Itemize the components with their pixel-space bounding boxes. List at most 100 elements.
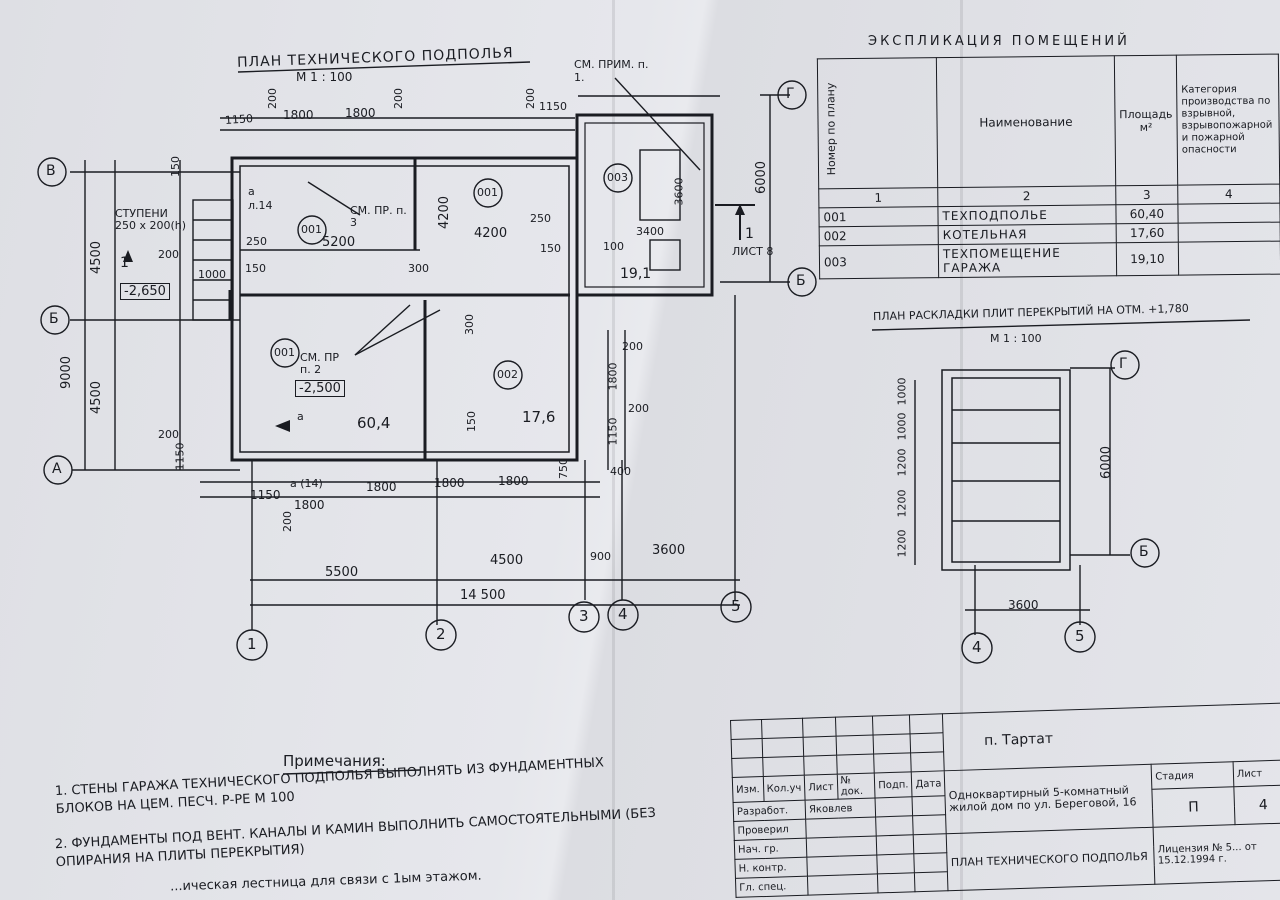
dim: 14 500 bbox=[460, 588, 506, 603]
slab-dim: 1000 bbox=[895, 377, 909, 406]
dim: 1800 bbox=[283, 108, 314, 122]
dim: 200 bbox=[628, 402, 649, 415]
room-area: 60,4 bbox=[357, 414, 391, 432]
dim: 4500 bbox=[89, 240, 105, 275]
plan-scale: М 1 : 100 bbox=[296, 70, 353, 84]
room-number: 001 bbox=[301, 223, 322, 236]
dim: 4200 bbox=[437, 195, 453, 230]
slab-plan-scale: М 1 : 100 bbox=[990, 332, 1042, 345]
axis-bubble-2: 2 bbox=[436, 625, 446, 643]
dim: 150 bbox=[540, 242, 561, 255]
header-cell: Площадь м² bbox=[1114, 55, 1178, 186]
room-number: 001 bbox=[274, 346, 295, 359]
explication-table: Номер по плану Наименование Площадь м² К… bbox=[817, 54, 1280, 280]
section-mark: а (14) bbox=[290, 477, 323, 490]
section-number: 1 bbox=[120, 255, 129, 271]
section-mark: а bbox=[297, 410, 304, 423]
slab-axis: Б bbox=[1139, 544, 1149, 560]
axis-bubble-g: Г bbox=[786, 86, 795, 102]
stamp-project: Одноквартирный 5-комнатный жилой дом по … bbox=[944, 764, 1154, 834]
slab-dim: 1200 bbox=[895, 448, 909, 477]
axis-bubble-3: 3 bbox=[579, 607, 589, 625]
dim: 200 bbox=[392, 88, 405, 109]
stamp-location: п. Тартат bbox=[942, 702, 1280, 771]
slab-dim: 3600 bbox=[1008, 598, 1039, 612]
dim: 200 bbox=[281, 511, 294, 532]
header-cell: Номер по плану bbox=[824, 82, 839, 176]
slab-dim: 1000 bbox=[895, 412, 909, 441]
dim: 400 bbox=[610, 465, 631, 478]
dim: 9000 bbox=[59, 355, 75, 390]
dim: 1150 bbox=[173, 442, 187, 471]
room-area: 17,6 bbox=[522, 408, 556, 426]
dim: 4500 bbox=[89, 380, 105, 415]
dim: 1800 bbox=[434, 476, 465, 490]
axis-bubble-5: 5 bbox=[731, 597, 741, 615]
dim: 200 bbox=[158, 248, 179, 261]
dim: 100 bbox=[603, 240, 624, 253]
dim: 1000 bbox=[198, 268, 226, 281]
dim: 1150 bbox=[606, 417, 620, 446]
axis-bubble-1: 1 bbox=[247, 635, 257, 653]
explication-title: ЭКСПЛИКАЦИЯ ПОМЕЩЕНИЙ bbox=[868, 34, 1130, 49]
dim: 200 bbox=[622, 340, 643, 353]
room-area: 19,1 bbox=[620, 266, 652, 282]
level-mark: -2,500 bbox=[295, 380, 345, 397]
room-number: 003 bbox=[607, 171, 628, 184]
dim: 150 bbox=[169, 156, 182, 177]
stair-label: СТУПЕНИ 250 x 200(h) bbox=[115, 207, 187, 232]
slab-axis: 5 bbox=[1075, 627, 1085, 645]
axis-bubble-b2: Б bbox=[796, 273, 806, 289]
dim: 3600 bbox=[652, 543, 686, 558]
dim: 1150 bbox=[539, 100, 567, 113]
slab-axis: 4 bbox=[972, 638, 982, 656]
dim: 4200 bbox=[474, 226, 508, 241]
stamp-developer: Яковлев bbox=[805, 797, 876, 820]
axis-bubble-b: Б bbox=[49, 311, 59, 327]
header-cell: Наименование bbox=[936, 55, 1116, 188]
dim: 300 bbox=[463, 314, 476, 335]
dim: 750 bbox=[557, 458, 570, 479]
section-number: 1 bbox=[745, 226, 754, 242]
stamp-license: Лицензия № 5... от 15.12.1994 г. bbox=[1153, 822, 1280, 885]
dim: 200 bbox=[266, 88, 279, 109]
table-header-row: Номер по плану Наименование Площадь м² К… bbox=[817, 54, 1280, 189]
dim: 5200 bbox=[322, 235, 356, 250]
dim: 1800 bbox=[366, 480, 397, 494]
table-row: 003 ТЕХПОМЕЩЕНИЕ ГАРАЖА 19,10 bbox=[819, 241, 1280, 279]
note-ref: СМ. ПР. п. 3 bbox=[350, 204, 407, 229]
level-mark: -2,650 bbox=[120, 283, 170, 300]
dim: 900 bbox=[590, 550, 611, 563]
title-block: п. Тартат Изм. Кол.уч Лист № док. Подп. … bbox=[730, 702, 1280, 898]
header-cell: Категория производства по взрывной, взры… bbox=[1176, 54, 1280, 186]
dim: 150 bbox=[245, 262, 266, 275]
dim: 1800 bbox=[498, 474, 529, 488]
room-number: 002 bbox=[497, 368, 518, 381]
dim: 250 bbox=[246, 235, 267, 248]
slab-dim: 6000 bbox=[1099, 445, 1115, 480]
axis-bubble-a: А bbox=[52, 461, 62, 477]
axis-bubble-v: В bbox=[46, 163, 56, 179]
dim: 3400 bbox=[636, 225, 664, 238]
dim: 300 bbox=[408, 262, 429, 275]
dim: 5500 bbox=[325, 565, 359, 580]
room-number: 001 bbox=[477, 186, 498, 199]
stamp-sheet-title: ПЛАН ТЕХНИЧЕСКОГО ПОДПОЛЬЯ bbox=[946, 827, 1156, 891]
dim: 1150 bbox=[250, 488, 281, 502]
dim: 1150 bbox=[224, 112, 254, 127]
dim: 4500 bbox=[490, 553, 524, 568]
dim: 3600 bbox=[672, 177, 686, 206]
dim: 1800 bbox=[345, 106, 376, 120]
dim: 1800 bbox=[294, 498, 325, 512]
note-ref: СМ. ПРИМ. п. 1. bbox=[574, 58, 649, 84]
slab-dim: 1200 bbox=[895, 489, 909, 518]
sheet-ref: ЛИСТ 8 bbox=[732, 245, 774, 258]
section-mark: а л.14 bbox=[248, 185, 273, 212]
slab-axis: Г bbox=[1119, 356, 1128, 372]
slab-dim: 1200 bbox=[895, 529, 909, 558]
notes-title: Примечания: bbox=[283, 752, 386, 770]
dim: 150 bbox=[465, 411, 478, 432]
axis-bubble-4: 4 bbox=[618, 605, 628, 623]
